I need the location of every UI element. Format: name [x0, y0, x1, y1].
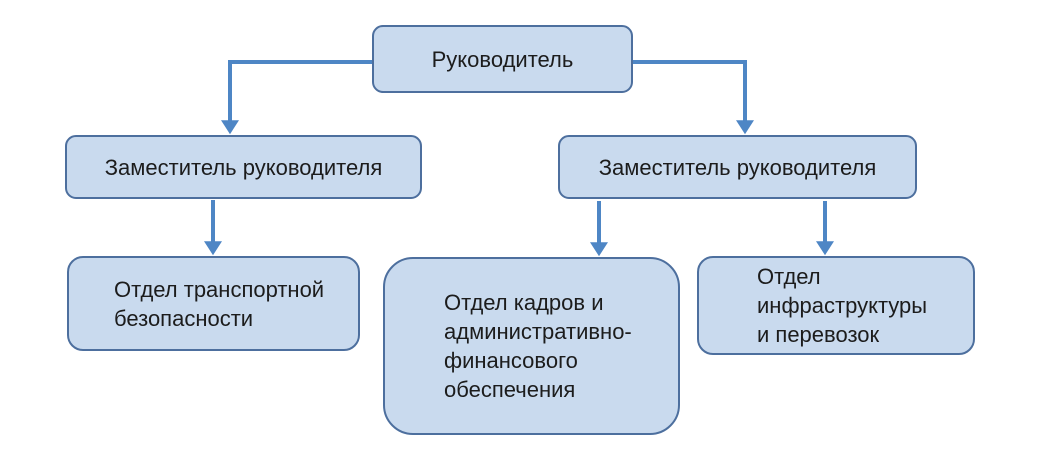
node-label: Отдел транспортной безопасности	[114, 276, 325, 331]
node-label: Руководитель	[431, 46, 574, 72]
node-label: Заместитель руководителя	[598, 154, 877, 180]
connector-root-to-deputy-right	[633, 60, 754, 135]
node-deputy-left: Заместитель руководителя	[65, 135, 422, 199]
node-dept-transport-security: Отдел транспортной безопасности	[67, 256, 360, 351]
node-deputy-right: Заместитель руководителя	[558, 135, 917, 199]
node-label: Отдел кадров и административно- финансов…	[444, 290, 632, 402]
node-label: Заместитель руководителя	[104, 154, 383, 180]
node-dept-hr-admin-finance: Отдел кадров и административно- финансов…	[383, 257, 680, 435]
node-label: Отдел инфраструктуры и перевозок	[757, 264, 928, 347]
node-dept-infrastructure-transport: Отдел инфраструктуры и перевозок	[697, 256, 975, 355]
node-root: Руководитель	[372, 25, 633, 93]
connector-root-to-deputy-left	[221, 60, 372, 135]
